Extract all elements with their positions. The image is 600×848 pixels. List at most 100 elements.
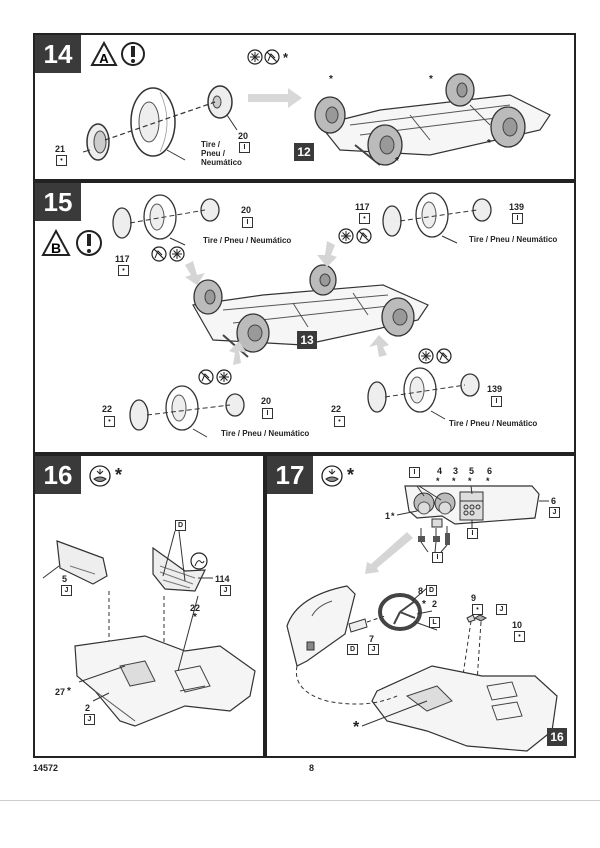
chassis-diagram: [314, 73, 551, 166]
part-number: 22: [331, 404, 342, 414]
arrow-icon: [248, 88, 302, 108]
asterisk-mark: *: [395, 156, 399, 167]
asterisk-mark: *: [436, 476, 440, 486]
result-ref-badge: 16: [547, 728, 567, 746]
part-number: 1: [385, 511, 391, 521]
warning-triangle-icon: A: [90, 40, 118, 66]
sprue-tag: •: [514, 631, 525, 642]
sprue-tag: J: [220, 585, 231, 596]
part-number: 7: [369, 634, 375, 644]
asterisk-mark: *: [67, 686, 71, 697]
part-number: 9: [471, 593, 477, 603]
sprue-tag: •: [472, 604, 483, 615]
asterisk-mark: *: [391, 511, 395, 521]
step-17-panel: 17 *: [265, 454, 576, 758]
seat-parts-diagram: [42, 530, 256, 727]
sprue-tag: I: [239, 142, 250, 153]
sprue-tag: •: [334, 416, 345, 427]
sprue-tag: I: [262, 408, 273, 419]
wheel-exploded-diagram: [382, 192, 492, 244]
part-number: 2: [85, 703, 91, 713]
dashboard-diagram: [286, 485, 558, 752]
part-number: 10: [512, 620, 523, 630]
sprue-tag: J: [368, 644, 379, 655]
tire-label: Tire / Pneu / Neumático: [449, 419, 538, 428]
no-glue-icon: [436, 348, 452, 364]
glue-icon: [418, 348, 434, 364]
asterisk-mark: *: [452, 476, 456, 486]
attention-icon: [76, 230, 102, 256]
sprue-tag: I: [491, 396, 502, 407]
asterisk-mark: *: [193, 612, 197, 623]
part-number: 2: [432, 599, 438, 609]
sprue-tag: J: [549, 507, 560, 518]
no-glue-icon: [264, 49, 280, 65]
sprue-tag: I: [242, 217, 253, 228]
glue-icon: [338, 228, 354, 244]
no-glue-icon: [198, 369, 214, 385]
glue-icon: [216, 369, 232, 385]
part-number: 20: [241, 205, 252, 215]
result-ref-badge: 12: [294, 143, 314, 161]
sprue-tag: I: [409, 467, 420, 478]
step-14-panel: 14 A * 21 • 20 I Tire / Pneu / Neumático: [33, 33, 576, 181]
warning-triangle-icon: B: [41, 228, 71, 256]
asterisk-mark: *: [468, 476, 472, 486]
part-number: 6: [487, 466, 493, 476]
step-number: 15: [35, 183, 81, 221]
sprue-tag: D: [175, 520, 186, 531]
sprue-tag: •: [104, 416, 115, 427]
part-number: 8: [418, 586, 424, 596]
sprue-tag: D: [347, 644, 358, 655]
sprue-tag: I: [467, 528, 478, 539]
part-number: 22: [102, 404, 113, 414]
sprue-tag: I: [432, 552, 443, 563]
part-number: 20: [238, 131, 249, 141]
step-16-panel: 16 * D 5 J 114 J 22 * 27 * 2 J: [33, 454, 265, 758]
sprue-tag: •: [118, 265, 129, 276]
glue-icon: [169, 246, 185, 262]
part-number: 21: [55, 144, 66, 154]
part-number: 4: [437, 466, 443, 476]
sprue-tag: J: [84, 714, 95, 725]
sprue-tag: I: [512, 213, 523, 224]
asterisk-mark: *: [486, 476, 490, 486]
sprue-tag: L: [429, 617, 440, 628]
part-number: 5: [62, 574, 68, 584]
attention-icon: [121, 42, 145, 66]
tire-label: Tire / Pneu / Neumático: [221, 429, 310, 438]
page-fold-line: [0, 800, 600, 801]
svg-text:A: A: [99, 51, 109, 66]
asterisk-mark: *: [115, 465, 123, 485]
step-number: 14: [35, 35, 81, 73]
asterisk-mark: *: [329, 74, 333, 85]
part-number: 27: [55, 687, 66, 697]
step-number: 16: [35, 456, 81, 494]
tire-label: Tire / Pneu / Neumático: [469, 235, 558, 244]
part-number: 20: [261, 396, 272, 406]
step-15-panel: 15 B 117 • 20 I Tire / Pneu / Neumático …: [33, 181, 576, 454]
sprue-tag: •: [359, 213, 370, 224]
asterisk-mark: *: [429, 74, 433, 85]
sprue-tag: J: [61, 585, 72, 596]
step-number: 17: [267, 456, 313, 494]
glue-icon: [247, 49, 263, 65]
asterisk-mark: *: [353, 719, 360, 736]
part-number: 5: [469, 466, 475, 476]
no-glue-icon: [151, 246, 167, 262]
tire-label: Tire / Pneu / Neumático: [201, 140, 242, 167]
no-glue-icon: [356, 228, 372, 244]
wheel-exploded-diagram: [129, 385, 245, 438]
part-number: 139: [487, 384, 503, 394]
wheel-exploded-diagram: [367, 367, 480, 420]
part-number: 114: [215, 574, 230, 584]
asterisk-mark: *: [422, 599, 426, 610]
asterisk-mark: *: [283, 50, 289, 65]
sprue-tag: •: [56, 155, 67, 166]
part-number: 139: [509, 202, 525, 212]
catalog-number: 14572: [33, 763, 59, 773]
sprue-tag: D: [426, 585, 437, 596]
part-number: 22: [190, 603, 201, 613]
part-number: 117: [115, 254, 130, 264]
guide-arrows: [185, 241, 389, 365]
